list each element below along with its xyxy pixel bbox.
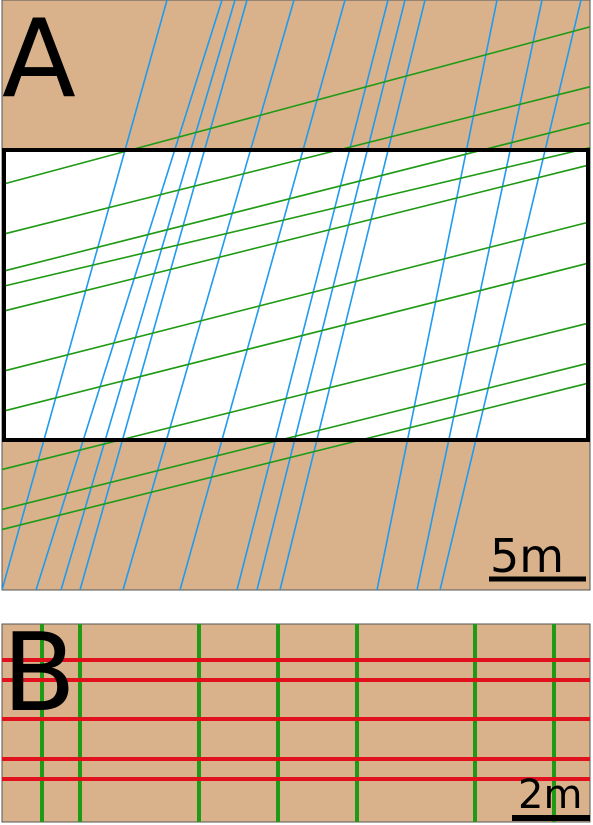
panel-a-study-area xyxy=(4,150,588,440)
blue-fracture-line xyxy=(2,0,168,590)
blue-fracture-line xyxy=(35,0,223,590)
panel-b-label: B xyxy=(2,611,76,736)
panel-b-background xyxy=(1,623,591,823)
panel-a-blue-fracture-set xyxy=(2,0,582,590)
green-fracture-line xyxy=(2,85,590,236)
blue-fracture-line xyxy=(416,0,543,590)
blue-fracture-line xyxy=(236,0,389,590)
blue-fracture-line xyxy=(279,0,426,590)
blue-fracture-line xyxy=(79,0,248,590)
blue-fracture-line xyxy=(439,0,582,590)
green-fracture-line xyxy=(2,220,590,373)
panel-a-scale-label: 5m xyxy=(490,529,564,583)
panel-b-red-fracture-set xyxy=(2,658,590,781)
panel-a-study-area-outline xyxy=(2,148,590,442)
blue-fracture-line xyxy=(376,0,498,590)
panel-b-green-fracture-set xyxy=(40,624,556,822)
blue-fracture-line xyxy=(60,0,236,590)
green-fracture-line xyxy=(2,163,590,313)
green-fracture-line xyxy=(2,381,590,531)
blue-fracture-line xyxy=(256,0,406,590)
panel-a: A 5m xyxy=(1,0,591,591)
green-fracture-line xyxy=(2,361,590,511)
green-fracture-line xyxy=(2,146,590,288)
green-fracture-line xyxy=(2,121,590,273)
panel-a-label: A xyxy=(2,0,76,122)
blue-fracture-line xyxy=(179,0,346,590)
green-fracture-line xyxy=(2,25,590,186)
green-fracture-line xyxy=(2,321,590,471)
panel-a-green-fracture-set xyxy=(2,25,590,531)
panel-b-scale-label: 2m xyxy=(518,772,582,818)
green-fracture-line xyxy=(2,261,590,413)
panel-b: B 2m xyxy=(1,611,591,823)
